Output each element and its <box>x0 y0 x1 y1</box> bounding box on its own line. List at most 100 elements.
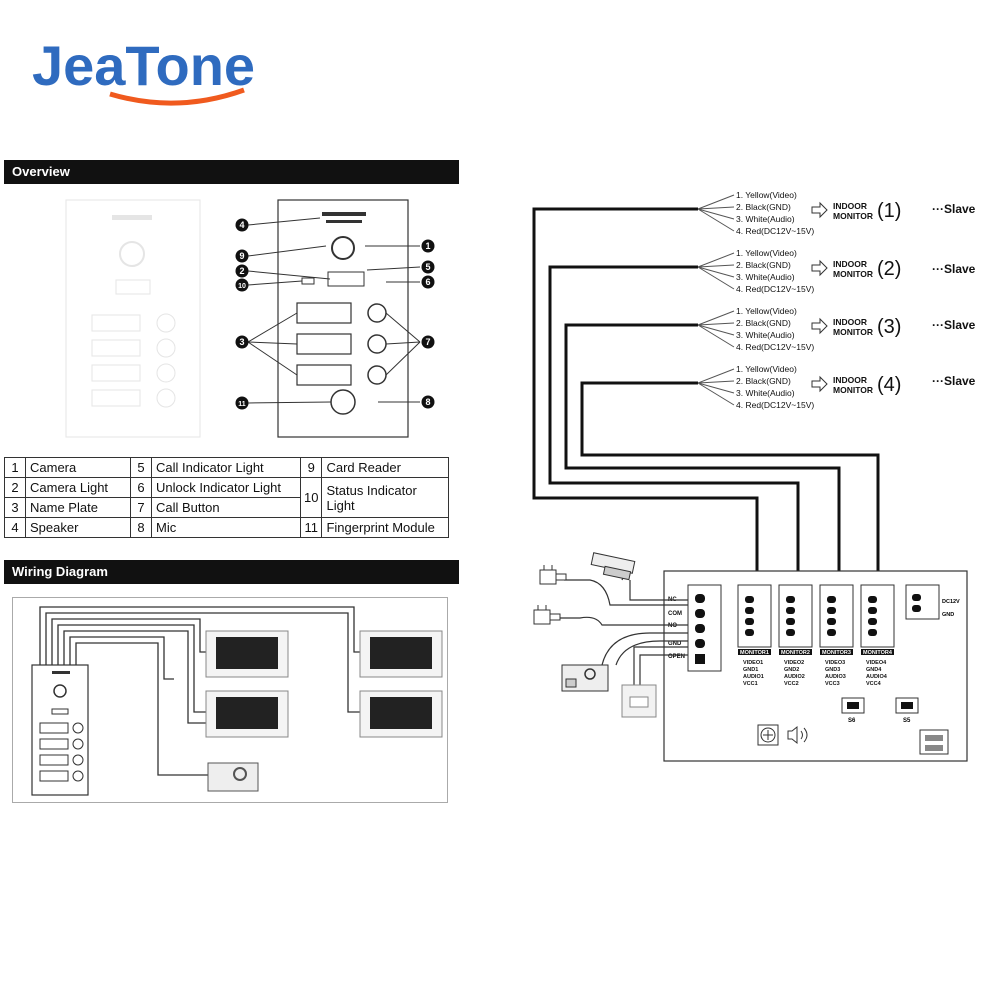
wiring-cables <box>39 606 360 776</box>
monitor-cables <box>532 207 880 585</box>
speaker-icon <box>787 725 808 745</box>
svg-text:4. Red(DC12V~15V): 4. Red(DC12V~15V) <box>736 342 814 352</box>
svg-text:6: 6 <box>425 277 430 287</box>
svg-text:3: 3 <box>239 337 244 347</box>
arrow-right-icon <box>811 259 828 277</box>
terminal-label-no: NO <box>668 623 677 629</box>
monitor-2-wires: 1. Yellow(Video)2. Black(GND) 3. White(A… <box>736 248 814 294</box>
legend-label: Call Button <box>151 497 301 518</box>
callout-7: 7 <box>421 335 435 349</box>
wiring-diagram-heading: Wiring Diagram <box>4 560 459 584</box>
legend-label: Call Indicator Light <box>151 457 301 478</box>
svg-text:3. White(Audio): 3. White(Audio) <box>736 330 795 340</box>
svg-text:1. Yellow(Video): 1. Yellow(Video) <box>736 306 797 316</box>
legend-number: 1 <box>4 457 26 478</box>
callout-3: 3 <box>235 335 249 349</box>
monitor-1 <box>205 630 289 678</box>
arrow-right-icon <box>811 375 828 393</box>
monitor-terminal-1 <box>737 584 772 655</box>
svg-text:INDOOR: INDOOR <box>833 375 867 385</box>
legend-label: Camera <box>25 457 131 478</box>
svg-text:2. Black(GND): 2. Black(GND) <box>736 318 791 328</box>
monitor-4-wires: 1. Yellow(Video)2. Black(GND) 3. White(A… <box>736 364 814 410</box>
callout-1: 1 <box>421 239 435 253</box>
monitor-terminal-2 <box>778 584 813 655</box>
svg-text:INDOOR: INDOOR <box>833 259 867 269</box>
indoor-monitor-label-1: INDOOR MONITOR (1) ···Slave <box>833 200 976 222</box>
legend-number: 6 <box>130 477 152 498</box>
table-row: 1 Camera 5 Call Indicator Light 9 Card R… <box>4 457 450 478</box>
svg-text:2. Black(GND): 2. Black(GND) <box>736 202 791 212</box>
svg-text:8: 8 <box>425 397 430 407</box>
pin-label: AUDIO2 <box>784 674 805 680</box>
overview-heading: Overview <box>4 160 459 184</box>
svg-text:MONITOR: MONITOR <box>833 385 873 395</box>
speaker-slot <box>322 212 366 216</box>
pin-label: VIDEO1 <box>743 660 763 666</box>
legend-number: 8 <box>130 517 152 538</box>
svg-text:INDOOR: INDOOR <box>833 201 867 211</box>
legend-number: 10 <box>299 477 323 518</box>
faded-panel <box>65 199 201 438</box>
pin-label: AUDIO1 <box>743 674 764 680</box>
pin-label: VCC2 <box>784 681 799 687</box>
volume-knob-icon <box>757 724 779 746</box>
svg-text:4. Red(DC12V~15V): 4. Red(DC12V~15V) <box>736 284 814 294</box>
monitor-1-wires: 1. Yellow(Video)2. Black(GND) 3. White(A… <box>736 190 814 236</box>
legend-number: 7 <box>130 497 152 518</box>
terminal-label-gnd: GND <box>668 641 682 647</box>
svg-text:S5: S5 <box>903 718 911 724</box>
pin-label: VIDEO4 <box>866 660 887 666</box>
svg-text:2. Black(GND): 2. Black(GND) <box>736 376 791 386</box>
indoor-monitor-label-4: INDOOR MONITOR (4) ···Slave <box>833 374 976 396</box>
electric-lock <box>207 762 259 792</box>
jeatone-logo: JeaTone <box>32 34 255 106</box>
svg-text:1. Yellow(Video): 1. Yellow(Video) <box>736 364 797 374</box>
wiring-door-panel <box>31 664 89 796</box>
callout-5: 5 <box>421 260 435 274</box>
table-row: 4 Speaker 8 Mic 11 Fingerprint Module <box>4 517 450 538</box>
callout-9: 9 <box>235 249 249 263</box>
svg-text:MONITOR: MONITOR <box>833 327 873 337</box>
pin-label: AUDIO4 <box>866 674 888 680</box>
legend-number: 3 <box>4 497 26 518</box>
legend-number: 5 <box>130 457 152 478</box>
power-label-gnd: GND <box>942 612 954 618</box>
electric-strike-lock <box>590 552 636 581</box>
indoor-monitor-label-2: INDOOR MONITOR (2) ···Slave <box>833 258 976 280</box>
lock-wires <box>558 570 688 685</box>
power-adapter-2 <box>533 605 561 625</box>
monitor-2 <box>205 690 289 738</box>
pin-label: VIDEO3 <box>825 660 845 666</box>
callout-6: 6 <box>421 275 435 289</box>
svg-text:2: 2 <box>239 266 244 276</box>
svg-text:10: 10 <box>238 283 246 290</box>
callout-10: 10 <box>235 278 249 292</box>
svg-text:···Slave: ···Slave <box>932 374 976 388</box>
pin-label: GND1 <box>743 667 758 673</box>
pin-label: GND4 <box>866 667 882 673</box>
switch-s5: S5 <box>895 697 919 724</box>
monitor-3 <box>359 630 443 678</box>
monitor-terminal-title: MONITOR4 <box>863 650 893 656</box>
svg-text:5: 5 <box>425 262 430 272</box>
callout-4: 4 <box>235 218 249 232</box>
dip-switch <box>919 729 949 755</box>
pin-label: VCC4 <box>866 681 882 687</box>
monitor-terminal-3 <box>819 584 854 655</box>
svg-text:3. White(Audio): 3. White(Audio) <box>736 272 795 282</box>
door-panel <box>277 199 409 438</box>
svg-text:7: 7 <box>425 337 430 347</box>
monitor-terminal-title: MONITOR2 <box>781 650 810 656</box>
svg-text:4. Red(DC12V~15V): 4. Red(DC12V~15V) <box>736 226 814 236</box>
wiring-illustration <box>12 597 448 803</box>
svg-text:4. Red(DC12V~15V): 4. Red(DC12V~15V) <box>736 400 814 410</box>
legend-label: Speaker <box>25 517 131 538</box>
callout-8: 8 <box>421 395 435 409</box>
pin-label: GND3 <box>825 667 840 673</box>
legend-number: 9 <box>299 457 323 478</box>
svg-text:(1): (1) <box>877 200 901 222</box>
monitor-4 <box>359 690 443 738</box>
table-row: 3 Name Plate 7 Call Button <box>4 497 449 518</box>
legend-label: Card Reader <box>321 457 450 478</box>
